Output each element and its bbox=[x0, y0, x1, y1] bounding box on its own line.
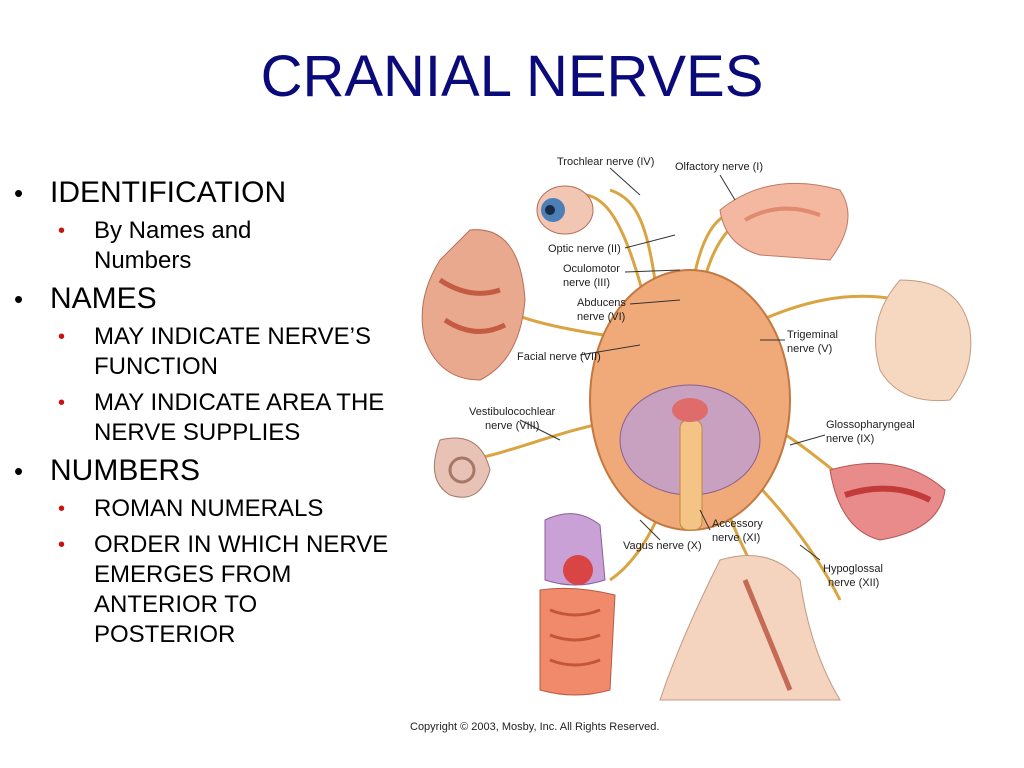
label-hypoglossal-2: nerve (XII) bbox=[828, 577, 879, 589]
label-hypoglossal-1: Hypoglossal bbox=[823, 563, 883, 575]
label-glossopharyngeal-2: nerve (IX) bbox=[826, 433, 874, 445]
sub-bullet: • MAY INDICATE AREA THE NERVE SUPPLIES bbox=[14, 388, 394, 448]
sub-bullet-dot: • bbox=[58, 498, 66, 520]
label-trigeminal-2: nerve (V) bbox=[787, 343, 832, 355]
slide-title: CRANIAL NERVES bbox=[260, 44, 764, 109]
label-facial: Facial nerve (VII) bbox=[517, 351, 601, 363]
sub-bullet: • ROMAN NUMERALS bbox=[14, 494, 394, 524]
bullet-names: • NAMES bbox=[14, 282, 394, 316]
mouth-illustration bbox=[829, 462, 946, 541]
nasal-cavity-illustration bbox=[719, 182, 849, 261]
label-oculomotor-1: Oculomotor bbox=[563, 263, 620, 275]
inner-ear-illustration bbox=[433, 437, 491, 498]
label-olfactory: Olfactory nerve (I) bbox=[675, 161, 763, 173]
sub-bullet-dot: • bbox=[58, 326, 66, 348]
label-trigeminal-1: Trigeminal bbox=[787, 329, 838, 341]
bullet-numbers: • NUMBERS bbox=[14, 454, 394, 488]
neck-illustration bbox=[659, 555, 841, 701]
sub-bullet: • MAY INDICATE NERVE’S FUNCTION bbox=[14, 322, 394, 382]
label-glossopharyngeal-1: Glossopharyngeal bbox=[826, 419, 915, 431]
bullet-text: NUMBERS bbox=[50, 454, 201, 487]
sub-bullet-dot: • bbox=[58, 534, 66, 556]
sub-bullet: • By Names and Numbers bbox=[14, 216, 394, 276]
sub-bullet: • ORDER IN WHICH NERVE EMERGES FROM ANTE… bbox=[14, 530, 394, 650]
eye-illustration bbox=[536, 185, 594, 235]
sub-bullet-text: MAY INDICATE NERVE’S FUNCTION bbox=[94, 323, 371, 380]
label-accessory-1: Accessory bbox=[712, 518, 763, 530]
label-optic: Optic nerve (II) bbox=[548, 243, 621, 255]
sub-bullet-text: MAY INDICATE AREA THE NERVE SUPPLIES bbox=[94, 389, 385, 446]
sub-bullet-dot: • bbox=[58, 392, 66, 414]
label-oculomotor-2: nerve (III) bbox=[563, 277, 610, 289]
copyright-text: Copyright © 2003, Mosby, Inc. All Rights… bbox=[410, 721, 660, 733]
bullet-dot: • bbox=[14, 456, 24, 486]
label-vagus: Vagus nerve (X) bbox=[623, 540, 702, 552]
bullet-list: • IDENTIFICATION • By Names and Numbers … bbox=[14, 176, 394, 656]
face-right-illustration bbox=[875, 279, 972, 402]
sub-bullet-text: ROMAN NUMERALS bbox=[94, 495, 324, 522]
label-trochlear: Trochlear nerve (IV) bbox=[557, 156, 654, 168]
brain-illustration bbox=[589, 269, 791, 531]
label-vestibulocochlear-1: Vestibulocochlear bbox=[469, 406, 556, 418]
label-vestibulocochlear-2: nerve (VIII) bbox=[485, 420, 539, 432]
label-accessory-2: nerve (XI) bbox=[712, 532, 760, 544]
bullet-dot: • bbox=[14, 284, 24, 314]
nerve-labels: Trochlear nerve (IV) Olfactory nerve (I)… bbox=[469, 156, 915, 589]
sub-bullet-text: ORDER IN WHICH NERVE EMERGES FROM ANTERI… bbox=[94, 531, 389, 648]
leader-lines bbox=[519, 167, 826, 561]
bullet-text: IDENTIFICATION bbox=[50, 176, 287, 209]
bullet-identification: • IDENTIFICATION bbox=[14, 176, 394, 210]
label-abducens-2: nerve (VI) bbox=[577, 311, 625, 323]
bullet-dot: • bbox=[14, 178, 24, 208]
face-left-illustration bbox=[421, 229, 526, 381]
label-abducens-1: Abducens bbox=[577, 297, 626, 309]
cranial-nerves-diagram: Trochlear nerve (IV) Olfactory nerve (I)… bbox=[421, 156, 972, 701]
organs-illustration bbox=[539, 513, 616, 696]
sub-bullet-dot: • bbox=[58, 220, 66, 242]
sub-bullet-text: By Names and Numbers bbox=[94, 217, 252, 274]
bullet-text: NAMES bbox=[50, 282, 157, 315]
